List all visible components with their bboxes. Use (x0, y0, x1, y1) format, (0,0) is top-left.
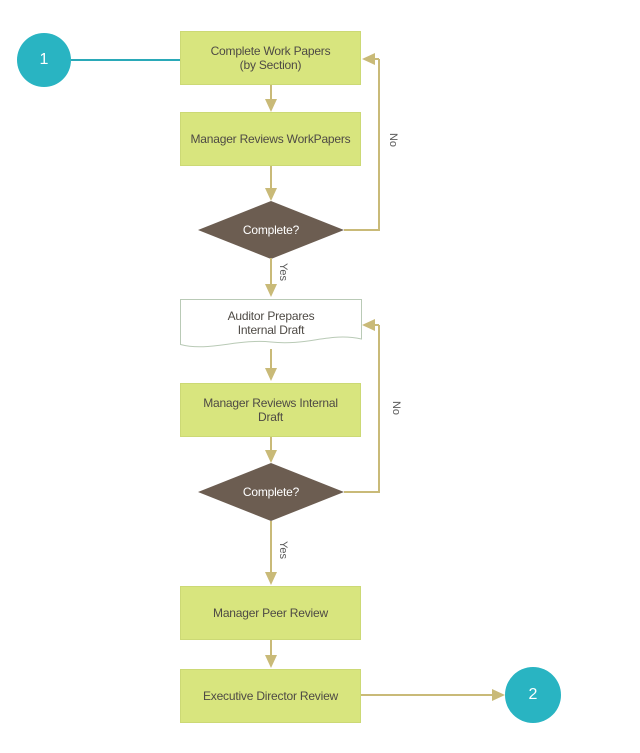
process-manager-reviews-workpapers[interactable]: Manager Reviews WorkPapers (180, 112, 361, 166)
connector-line (378, 325, 380, 493)
edge-label-yes-2: Yes (277, 541, 289, 559)
decision-complete-2-label: Complete? (242, 485, 300, 499)
document-shape-icon (180, 299, 362, 348)
end-connector-circle[interactable]: 2 (505, 667, 561, 723)
start-connector-label: 1 (39, 51, 49, 68)
connector-line (270, 521, 272, 573)
arrowhead-left-icon (362, 319, 375, 331)
decision-complete-1-label: Complete? (242, 223, 300, 237)
start-connector-line (71, 59, 180, 61)
end-connector-label: 2 (528, 686, 538, 703)
connector-line (344, 229, 379, 231)
process-complete-work-papers[interactable]: Complete Work Papers (by Section) (180, 31, 361, 85)
connector-line (270, 166, 272, 189)
connector-line (375, 324, 379, 326)
connector-line (344, 491, 379, 493)
arrowhead-down-icon (265, 99, 277, 112)
connector-line (270, 437, 272, 451)
edge-label-yes-1: Yes (277, 263, 289, 281)
arrowhead-down-icon (265, 450, 277, 463)
process-manager-peer-review[interactable]: Manager Peer Review (180, 586, 361, 640)
document-label: Auditor Prepares Internal Draft (227, 308, 315, 337)
connector-line (270, 640, 272, 656)
connector-line (270, 258, 272, 285)
arrowhead-down-icon (265, 188, 277, 201)
arrowhead-right-icon (492, 689, 505, 701)
connector-line (378, 59, 380, 231)
connector-line (361, 694, 492, 696)
process-executive-director-review[interactable]: Executive Director Review (180, 669, 361, 723)
decision-complete-2[interactable]: Complete? (198, 463, 344, 521)
process-manager-reviews-internal-draft[interactable]: Manager Reviews Internal Draft (180, 383, 361, 437)
edge-label-no-1: No (387, 132, 399, 148)
arrowhead-down-icon (265, 284, 277, 297)
arrowhead-down-icon (265, 368, 277, 381)
connector-line (375, 58, 379, 60)
arrowhead-down-icon (265, 655, 277, 668)
edge-label-no-2: No (390, 400, 402, 416)
decision-complete-1[interactable]: Complete? (198, 201, 344, 259)
connector-line (270, 85, 272, 100)
document-auditor-prepares-internal-draft[interactable]: Auditor Prepares Internal Draft (180, 299, 362, 355)
arrowhead-left-icon (362, 53, 375, 65)
start-connector-circle[interactable]: 1 (17, 33, 71, 87)
arrowhead-down-icon (265, 572, 277, 585)
connector-line (270, 349, 272, 369)
